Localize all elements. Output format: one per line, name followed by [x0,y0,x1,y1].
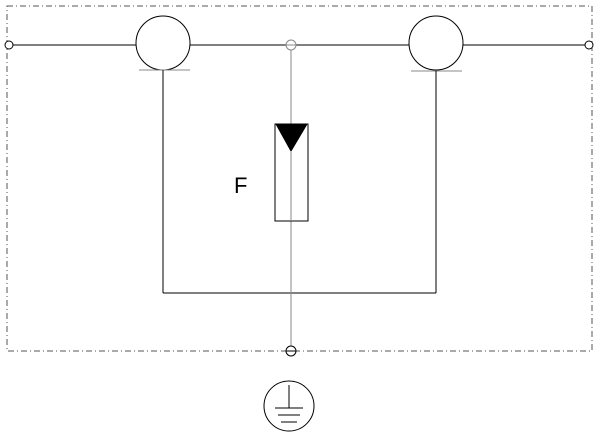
right-current-transformer-icon [408,15,464,293]
surge-arrester-icon [274,123,309,222]
enclosure-boundary [6,5,593,352]
left-current-transformer-icon [135,15,191,293]
left-terminal-icon [4,40,14,50]
right-terminal-icon [584,40,594,50]
component-label: F [234,173,247,198]
ground-icon [263,380,315,432]
